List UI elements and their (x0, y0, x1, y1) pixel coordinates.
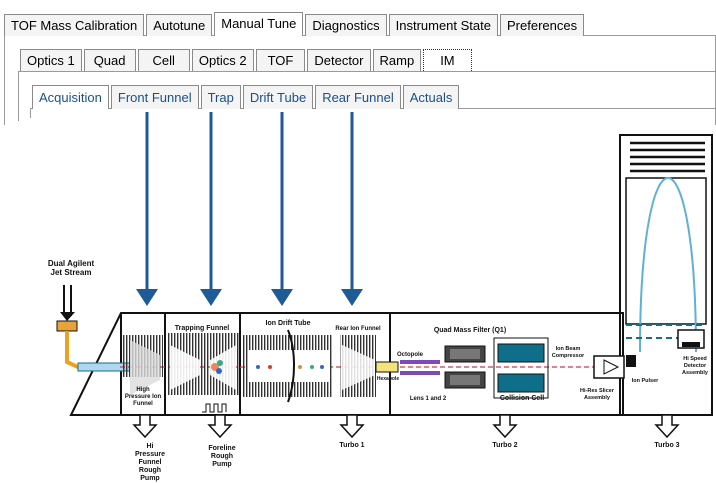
tab-acquisition[interactable]: Acquisition (32, 85, 109, 109)
label-quad: Quad Mass Filter (Q1) (434, 327, 506, 334)
label-hp-funnel-2: Pressure Ion (125, 394, 162, 400)
tab-rear-funnel[interactable]: Rear Funnel (315, 85, 401, 109)
tab-cell[interactable]: Cell (137, 49, 190, 71)
arrow-trap-head (200, 289, 222, 306)
label-slicer-1: Hi-Res Slicer (580, 388, 615, 394)
label-trapping-funnel: Trapping Funnel (175, 325, 229, 332)
tab-autotune[interactable]: Autotune (146, 14, 213, 36)
label-ion-pulser: Ion Pulser (632, 378, 659, 384)
octopole (400, 360, 440, 364)
im-tab-bar: Acquisition Front Funnel Trap Drift Tube… (32, 85, 461, 109)
label-detector-2: Detector (684, 363, 707, 369)
label-octopole: Octopole (397, 352, 424, 358)
label-source-2: Jet Stream (51, 268, 92, 277)
tab-tof-mass-calibration[interactable]: TOF Mass Calibration (4, 14, 145, 36)
tab-quad[interactable]: Quad (83, 49, 136, 71)
pump-outlets (132, 414, 680, 439)
housing-outline (69, 312, 624, 416)
label-pump2-3: Pump (212, 461, 231, 468)
label-turbo1: Turbo 1 (339, 442, 364, 449)
label-pump1-2: Pressure (135, 451, 165, 458)
label-pump2-1: Foreline (208, 445, 235, 452)
tab-detector[interactable]: Detector (307, 49, 371, 71)
label-hexapole: Hexapole (377, 376, 399, 382)
tab-diagnostics[interactable]: Diagnostics (305, 14, 387, 36)
slicer-box (593, 355, 625, 379)
label-rear-funnel: Rear Ion Funnel (335, 326, 381, 332)
tab-manual-tune[interactable]: Manual Tune (214, 12, 304, 36)
tab-pointer-arrows (136, 112, 363, 306)
label-beam-comp-2: Compressor (552, 353, 585, 359)
label-detector-1: Hi Speed (683, 356, 707, 362)
arrow-drift-tube-head (271, 289, 293, 306)
arrow-rear-funnel-head (341, 289, 363, 306)
label-pump1-1: Hi (147, 443, 154, 450)
label-pump2-2: Rough (211, 453, 233, 460)
main-tab-bar: TOF Mass Calibration Autotune Manual Tun… (4, 12, 586, 36)
tab-instrument-state[interactable]: Instrument State (388, 14, 498, 36)
label-collision-cell: Collision Cell (500, 395, 544, 402)
tab-drift-tube[interactable]: Drift Tube (242, 85, 314, 109)
hexapole (375, 361, 399, 373)
manual-tune-tab-bar: Optics 1 Quad Cell Optics 2 TOF Detector… (20, 49, 474, 71)
label-detector-3: Assembly (682, 370, 709, 376)
tab-optics-1[interactable]: Optics 1 (20, 49, 82, 71)
label-hp-funnel-1: High (136, 387, 150, 393)
tab-tof[interactable]: TOF (255, 49, 306, 71)
label-hp-funnel-3: Funnel (133, 401, 153, 407)
tab-optics-2[interactable]: Optics 2 (191, 49, 254, 71)
label-beam-comp-1: Ion Beam (556, 346, 581, 352)
label-source-1: Dual Agilent (48, 259, 95, 268)
label-pump1-3: Funnel (139, 459, 162, 466)
label-turbo3: Turbo 3 (654, 442, 679, 449)
label-slicer-2: Assembly (584, 395, 611, 401)
ion-pulser (626, 355, 636, 367)
collision-cell-upper (497, 343, 545, 363)
label-drift-tube: Ion Drift Tube (266, 320, 311, 327)
tab-im[interactable]: IM (423, 49, 472, 71)
label-pump1-5: Pump (140, 475, 159, 482)
tab-front-funnel[interactable]: Front Funnel (110, 85, 199, 109)
label-turbo2: Turbo 2 (492, 442, 517, 449)
tab-ramp[interactable]: Ramp (372, 49, 422, 71)
collision-cell-lower (497, 373, 545, 393)
tof-reflectron-plates (630, 141, 705, 173)
ion-source (56, 285, 81, 370)
tab-preferences[interactable]: Preferences (500, 14, 585, 36)
label-lens: Lens 1 and 2 (410, 396, 447, 402)
tab-trap[interactable]: Trap (200, 85, 241, 109)
tab-actuals[interactable]: Actuals (402, 85, 460, 109)
label-pump1-4: Rough (139, 467, 161, 474)
arrow-front-funnel-head (136, 289, 158, 306)
tof-ion-path (639, 177, 697, 353)
